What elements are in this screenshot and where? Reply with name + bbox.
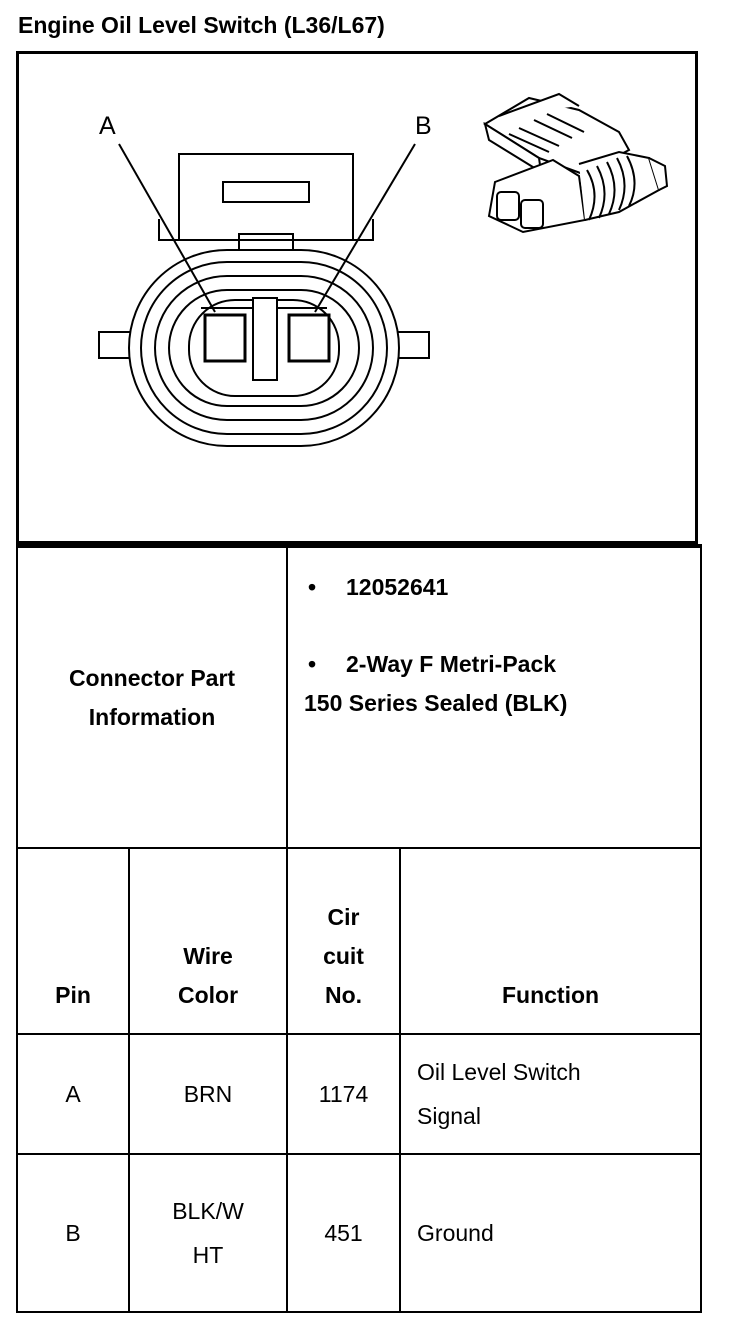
terminal-a [203, 313, 247, 363]
function-cell: Oil Level Switch Signal [399, 1033, 703, 1155]
bullet-icon: • [308, 651, 317, 677]
function-cell: Ground [399, 1153, 703, 1313]
circuit-cell: 1174 [286, 1033, 402, 1155]
bullet-icon: • [308, 574, 317, 600]
wire-color-cell: BRN [127, 1033, 289, 1155]
connector-part-values: • 12052641 • 2-Way F Metri-Pack 150 Series… [286, 544, 703, 849]
connector-latch-window [222, 181, 310, 203]
terminal-b [287, 313, 331, 363]
table-row: A BRN 1174 Oil Level Switch Signal [16, 1033, 703, 1155]
connector-part-row: Connector Part Information • 12052641 • 2-… [15, 544, 703, 849]
header-pin: Pin [16, 847, 130, 1035]
header-function: Function [399, 847, 703, 1035]
connector-part-label-line1: Connector Part [68, 664, 236, 691]
pin-a-label: A [99, 112, 116, 140]
connector-divider [252, 297, 278, 381]
connector-diagram: A B [16, 51, 698, 544]
header-wire-color: Wire Color [127, 847, 289, 1035]
part-number: 12052641 [346, 574, 449, 600]
header-circuit-no: Cir cuit No. [286, 847, 402, 1035]
connector-part-label: Connector Part Information [15, 544, 289, 849]
circuit-cell: 451 [286, 1153, 402, 1313]
pin-cell: B [16, 1153, 130, 1313]
connector-face-drawing [98, 92, 669, 447]
connector-3d-view [483, 92, 669, 234]
connector-description-line2: 150 Series Sealed (BLK) [304, 690, 568, 716]
pin-cell: A [16, 1033, 130, 1155]
pin-b-label: B [415, 112, 432, 140]
connector-description-line1: 2-Way F Metri-Pack [346, 651, 557, 677]
pin-table-header: Pin Wire Color Cir cuit No. Function [16, 847, 703, 1035]
connector-info-table: Connector Part Information • 12052641 • 2-… [15, 544, 703, 1313]
leader-line-a [118, 143, 216, 313]
page-title: Engine Oil Level Switch (L36/L67) [18, 12, 385, 38]
wire-color-cell: BLK/W HT [127, 1153, 289, 1313]
table-row: B BLK/W HT 451 Ground [16, 1153, 703, 1313]
leader-line-b [314, 143, 416, 313]
connector-part-label-line2: Information [88, 703, 216, 730]
